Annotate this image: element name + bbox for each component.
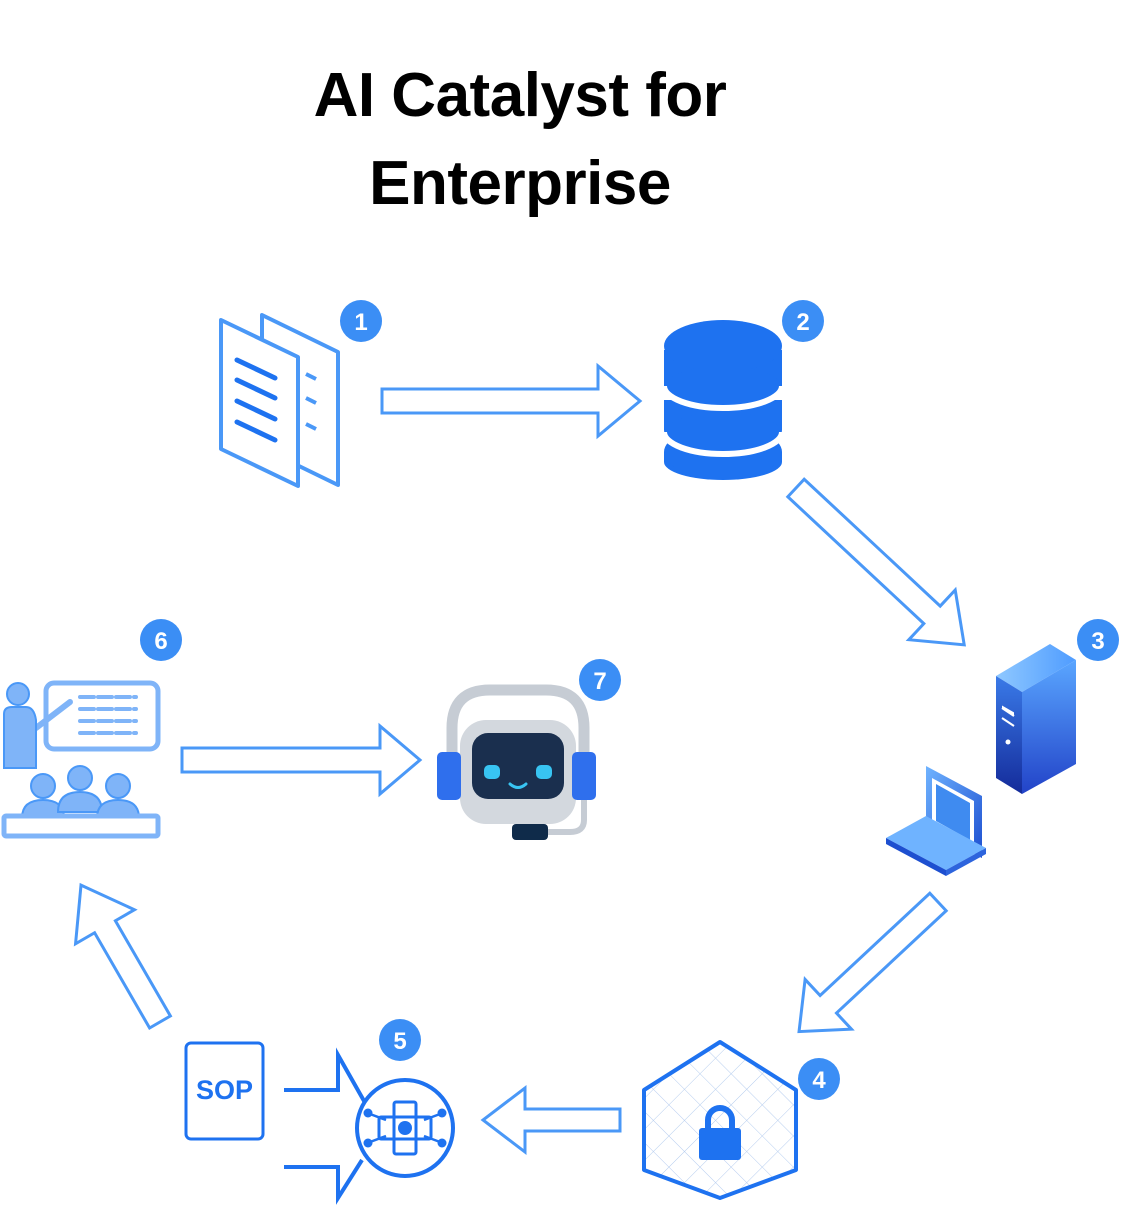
database-icon — [661, 320, 785, 480]
svg-text:7: 7 — [593, 668, 606, 695]
server-laptop-icon — [886, 644, 1076, 876]
robot-assistant-icon — [437, 684, 596, 840]
svg-text:4: 4 — [812, 1067, 826, 1094]
svg-text:2: 2 — [796, 309, 809, 336]
lock-icon — [705, 1105, 735, 1132]
step-badge-4: 4 — [798, 1058, 840, 1100]
arrow-3-to-4 — [797, 891, 949, 1034]
title-line-1: AI Catalyst for — [313, 61, 727, 130]
arrow-4-to-5 — [480, 1084, 622, 1156]
integration-hub-icon — [355, 1078, 455, 1178]
secure-shield-icon — [642, 1040, 798, 1200]
title-line-2: Enterprise — [369, 149, 671, 218]
merge-arrows-icon — [284, 1047, 370, 1205]
sop-document-icon: SOP — [184, 1041, 265, 1141]
step-badge-6: 6 — [140, 619, 182, 661]
svg-text:6: 6 — [154, 628, 167, 655]
step-badge-1: 1 — [340, 300, 382, 342]
arrow-5-to-6 — [73, 882, 173, 1031]
arrow-6-to-7 — [180, 722, 423, 798]
arrow-1-to-2 — [380, 362, 643, 440]
svg-text:3: 3 — [1091, 628, 1104, 655]
diagram-title: AI Catalyst for Enterprise — [220, 52, 820, 228]
step-badge-5: 5 — [379, 1019, 421, 1061]
step-badge-7: 7 — [579, 659, 621, 701]
step-badge-2: 2 — [782, 300, 824, 342]
documents-icon — [219, 313, 340, 488]
sop-label: SOP — [196, 1075, 253, 1105]
step-badge-3: 3 — [1077, 619, 1119, 661]
training-presentation-icon — [1, 680, 161, 839]
svg-text:5: 5 — [393, 1028, 406, 1055]
svg-text:1: 1 — [354, 309, 367, 336]
arrow-2-to-3 — [785, 477, 967, 647]
